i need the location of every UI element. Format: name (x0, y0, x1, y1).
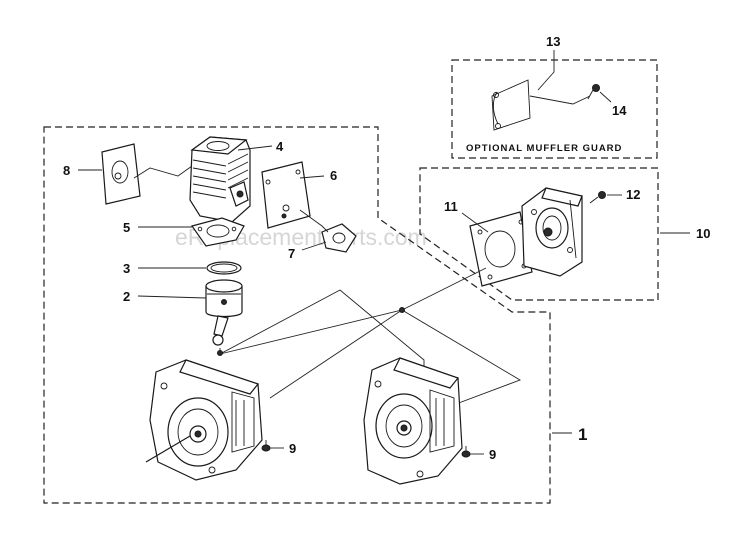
callout-9-left: 9 (289, 441, 296, 456)
leader-7 (301, 241, 327, 251)
assembly-line-right (219, 309, 522, 411)
crankcase-icon (363, 357, 463, 485)
leader-14 (529, 95, 591, 105)
group-box-1 (43, 126, 551, 504)
callout-2: 2 (123, 289, 130, 304)
leader-14-b (599, 91, 612, 103)
callout-8: 8 (63, 163, 70, 178)
leader-2 (137, 295, 207, 299)
group-box-10 (419, 167, 659, 301)
callout-9-right: 9 (489, 447, 496, 462)
leader-4 (237, 145, 273, 151)
muffler-guard-caption: OPTIONAL MUFFLER GUARD (466, 143, 622, 154)
muffler-icon (521, 187, 583, 277)
assembly-line-cross (269, 309, 403, 399)
junction-dot (399, 307, 405, 313)
muffler-guard-icon (491, 79, 531, 131)
callout-5: 5 (123, 220, 130, 235)
screw-icon (587, 84, 600, 100)
leader-8-b (133, 165, 193, 179)
callout-14: 14 (612, 103, 627, 118)
heat-shield-icon (261, 161, 311, 229)
screw-icon (589, 191, 606, 204)
crankcase-icon (145, 359, 263, 481)
gasket-icon (191, 217, 245, 247)
leader-6 (299, 175, 325, 179)
junction-dot (217, 350, 223, 356)
heat-shield-icon (101, 143, 141, 205)
callout-6: 6 (330, 168, 337, 183)
callout-11: 11 (444, 199, 458, 214)
gasket-icon (321, 223, 357, 253)
screw-icon (261, 440, 271, 452)
group-box-13 (451, 59, 658, 159)
assembly-line-muffler (401, 267, 487, 311)
leader-11 (461, 212, 489, 233)
screw-icon (461, 446, 471, 458)
connecting-rod-icon (212, 315, 229, 346)
piston-icon (205, 279, 243, 318)
leader-13 (537, 50, 555, 91)
cylinder-icon (189, 136, 251, 223)
callout-12: 12 (626, 187, 640, 202)
callout-4: 4 (276, 139, 284, 154)
callout-13: 13 (546, 34, 560, 49)
callout-3: 3 (123, 261, 130, 276)
callout-10: 10 (696, 226, 710, 241)
callout-7: 7 (288, 246, 295, 261)
callout-1: 1 (578, 425, 587, 444)
leader-7-link (299, 209, 329, 233)
